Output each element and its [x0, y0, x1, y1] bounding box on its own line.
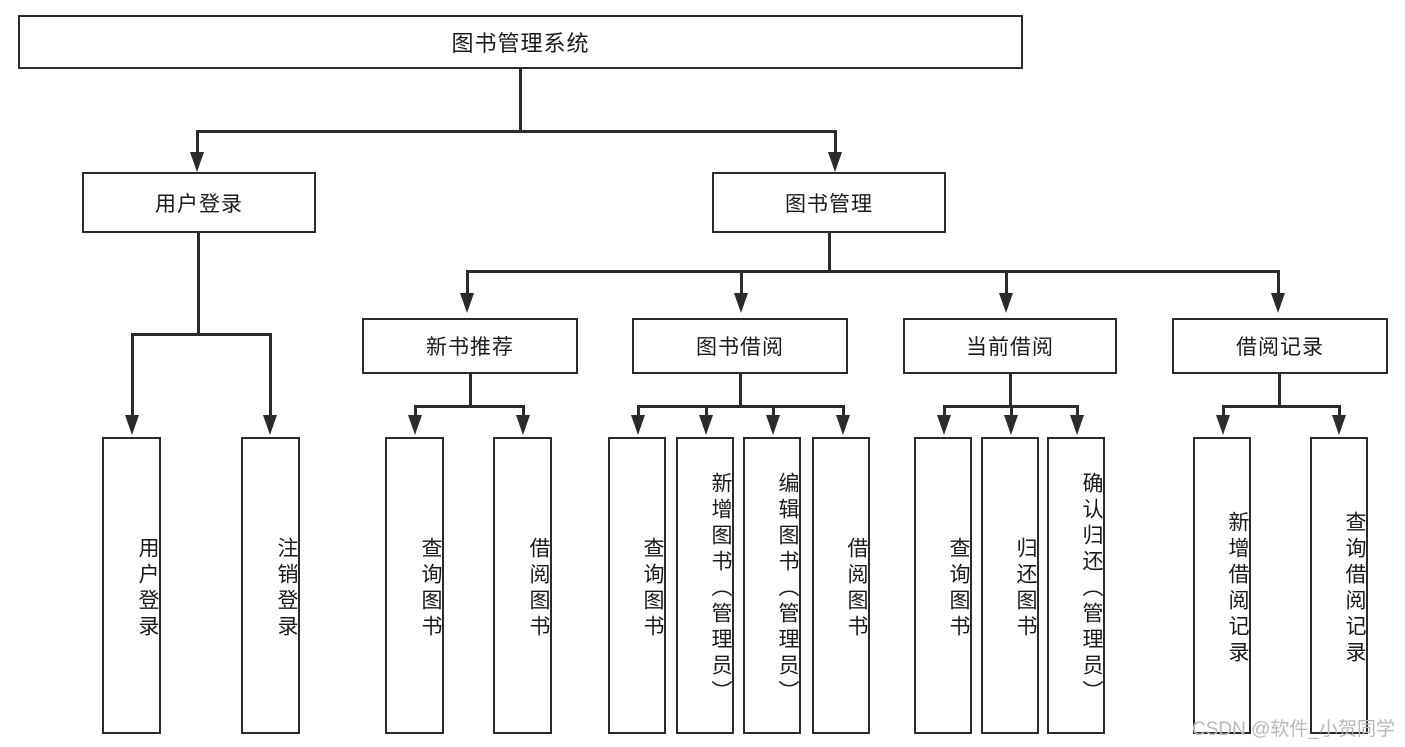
arrow-book-borrow-to-leaf-2 [699, 415, 713, 435]
leaf-borrow-records-query[interactable]: 查询借阅记录 [1310, 437, 1368, 734]
leaf-user-login-login[interactable]: 用户登录 [102, 437, 161, 734]
node-label: 图书管理系统 [451, 31, 590, 56]
leaf-book-borrow-edit[interactable]: 编辑图书（管理员） [743, 437, 801, 734]
node-label: 用户登录 [155, 192, 243, 216]
arrow-current-borrow-to-leaf-2 [1004, 415, 1018, 435]
connector-user-login-stem [197, 233, 200, 334]
leaf-current-borrow-return[interactable]: 归还图书 [981, 437, 1039, 734]
leaf-label: 新增借阅记录 [1226, 510, 1249, 667]
connector-book-mgmt-to-current [1005, 270, 1008, 295]
connector-new-book-bus [414, 405, 524, 408]
arrow-root-to-book-mgmt [828, 152, 842, 172]
arrow-book-borrow-to-leaf-4 [836, 415, 850, 435]
connector-borrow-records-to-leaf-1 [1222, 405, 1225, 417]
leaf-book-borrow-query[interactable]: 查询图书 [608, 437, 666, 734]
connector-root-bus [196, 130, 836, 133]
arrow-user-login-to-leaf-2 [263, 415, 277, 435]
leaf-label: 用户登录 [136, 536, 159, 641]
leaf-label: 编辑图书（管理员） [776, 471, 799, 706]
leaf-user-login-logout[interactable]: 注销登录 [241, 437, 300, 734]
connector-current-borrow-to-leaf-2 [1010, 405, 1013, 417]
connector-root-to-user-login [196, 130, 199, 155]
arrow-book-mgmt-to-records [1271, 293, 1285, 313]
node-label: 当前借阅 [966, 336, 1054, 359]
leaf-book-borrow-borrow[interactable]: 借阅图书 [812, 437, 870, 734]
leaf-label: 查询图书 [641, 536, 664, 641]
arrow-borrow-records-to-leaf-2 [1332, 415, 1346, 435]
node-borrow-records[interactable]: 借阅记录 [1172, 318, 1388, 374]
arrow-borrow-records-to-leaf-1 [1216, 415, 1230, 435]
arrow-current-borrow-to-leaf-1 [937, 415, 951, 435]
arrow-new-book-to-leaf-1 [408, 415, 422, 435]
node-label: 图书管理 [785, 192, 873, 216]
connector-book-borrow-to-leaf-1 [637, 405, 640, 417]
arrow-book-mgmt-to-borrow [734, 293, 748, 313]
connector-book-mgmt-bus [466, 270, 1280, 273]
connector-current-borrow-to-leaf-3 [1076, 405, 1079, 417]
connector-book-mgmt-to-records [1277, 270, 1280, 295]
node-book-borrow[interactable]: 图书借阅 [632, 318, 848, 374]
connector-new-book-to-leaf-1 [414, 405, 417, 417]
node-label: 图书借阅 [696, 336, 784, 359]
connector-current-borrow-stem [1009, 374, 1012, 407]
connector-book-borrow-stem [739, 374, 742, 407]
connector-user-login-to-leaf-1 [131, 333, 134, 417]
connector-new-book-stem [469, 374, 472, 407]
node-root-system[interactable]: 图书管理系统 [18, 15, 1023, 69]
connector-book-borrow-to-leaf-2 [705, 405, 708, 417]
leaf-new-book-query[interactable]: 查询图书 [385, 437, 444, 734]
connector-book-mgmt-to-new-book [466, 270, 469, 295]
connector-current-borrow-to-leaf-1 [943, 405, 946, 417]
arrow-book-borrow-to-leaf-1 [631, 415, 645, 435]
arrow-book-borrow-to-leaf-3 [766, 415, 780, 435]
connector-book-mgmt-to-borrow [740, 270, 743, 295]
connector-book-borrow-to-leaf-4 [842, 405, 845, 417]
node-label: 新书推荐 [426, 336, 514, 359]
leaf-borrow-records-add[interactable]: 新增借阅记录 [1193, 437, 1251, 734]
arrow-book-mgmt-to-current [999, 293, 1013, 313]
leaf-book-borrow-add[interactable]: 新增图书（管理员） [676, 437, 734, 734]
node-new-book-recommend[interactable]: 新书推荐 [362, 318, 578, 374]
leaf-label: 借阅图书 [845, 536, 868, 641]
connector-book-borrow-to-leaf-3 [772, 405, 775, 417]
connector-borrow-records-bus [1222, 405, 1339, 408]
node-label: 借阅记录 [1236, 336, 1324, 359]
connector-root-to-book-mgmt [834, 130, 837, 155]
leaf-label: 查询图书 [947, 536, 970, 641]
leaf-label: 查询借阅记录 [1343, 510, 1366, 667]
arrow-current-borrow-to-leaf-3 [1070, 415, 1084, 435]
connector-borrow-records-to-leaf-2 [1338, 405, 1341, 417]
connector-book-borrow-bus [637, 405, 844, 408]
arrow-root-to-user-login [190, 152, 204, 172]
leaf-new-book-borrow[interactable]: 借阅图书 [493, 437, 552, 734]
connector-user-login-bus [131, 333, 271, 336]
leaf-label: 新增图书（管理员） [709, 471, 732, 706]
leaf-label: 查询图书 [419, 536, 442, 641]
leaf-current-borrow-query[interactable]: 查询图书 [914, 437, 972, 734]
arrow-new-book-to-leaf-2 [516, 415, 530, 435]
leaf-label: 确认归还（管理员） [1080, 471, 1103, 706]
connector-user-login-to-leaf-2 [269, 333, 272, 417]
node-book-management[interactable]: 图书管理 [712, 172, 946, 233]
connector-new-book-to-leaf-2 [522, 405, 525, 417]
leaf-label: 注销登录 [275, 536, 298, 641]
leaf-label: 借阅图书 [527, 536, 550, 641]
node-current-borrow[interactable]: 当前借阅 [903, 318, 1117, 374]
leaf-current-borrow-confirm-return[interactable]: 确认归还（管理员） [1047, 437, 1105, 734]
csdn-watermark: CSDN @软件_小贺同学 [1192, 719, 1395, 740]
arrow-user-login-to-leaf-1 [125, 415, 139, 435]
connector-book-mgmt-stem [828, 233, 831, 271]
connector-borrow-records-stem [1278, 374, 1281, 407]
leaf-label: 归还图书 [1014, 536, 1037, 641]
connector-root-stem [519, 69, 522, 131]
arrow-book-mgmt-to-new-book [460, 293, 474, 313]
node-user-login[interactable]: 用户登录 [82, 172, 316, 233]
